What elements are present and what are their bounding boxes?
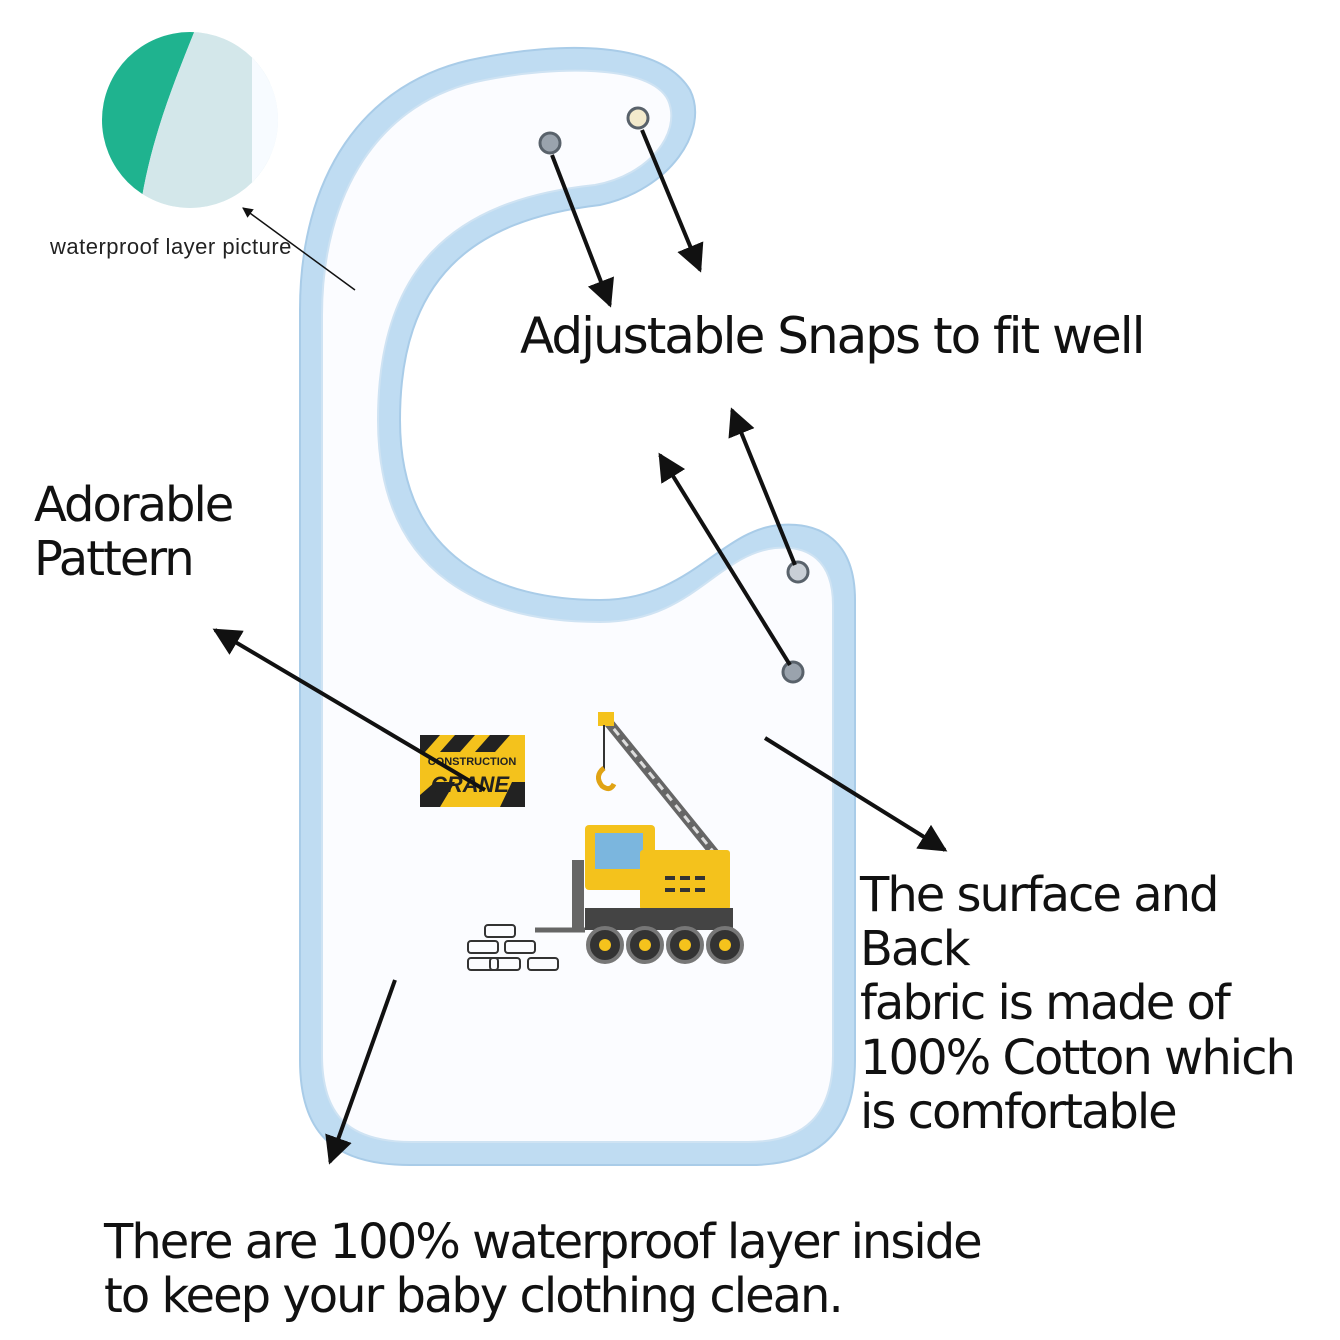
callout-arrows: [212, 129, 948, 1165]
snaps-label: Adjustable Snaps to fit well: [520, 307, 1145, 365]
fabric-label-line: fabric is made of: [860, 975, 1231, 1032]
bricks: [467, 924, 559, 971]
waterproof-swatch: [102, 32, 278, 208]
waterproof-label-line: to keep your baby clothing clean.: [104, 1268, 844, 1325]
fabric-label: The surface and Back fabric is made of 1…: [860, 868, 1330, 1139]
construction-sign: CONSTRUCTION CRANE: [420, 735, 525, 807]
sign-text-main: CRANE: [431, 772, 511, 797]
sign-text-top: CONSTRUCTION: [428, 756, 517, 768]
pattern-label-line: Pattern: [34, 531, 195, 588]
waterproof-label-line: There are 100% waterproof layer inside: [104, 1214, 983, 1270]
pattern-label-line: Adorable: [34, 477, 234, 533]
waterproof-label: There are 100% waterproof layer inside t…: [104, 1214, 1004, 1325]
fabric-label-line: is comfortable: [860, 1083, 1178, 1140]
pattern-label: Adorable Pattern: [34, 477, 294, 588]
fabric-label-line: 100% Cotton which: [860, 1029, 1296, 1086]
fabric-label-line: The surface and Back: [860, 867, 1220, 978]
waterproof-picture-label: waterproof layer picture: [50, 234, 292, 259]
snap-buttons: [538, 106, 810, 684]
crane-truck: [535, 712, 744, 964]
